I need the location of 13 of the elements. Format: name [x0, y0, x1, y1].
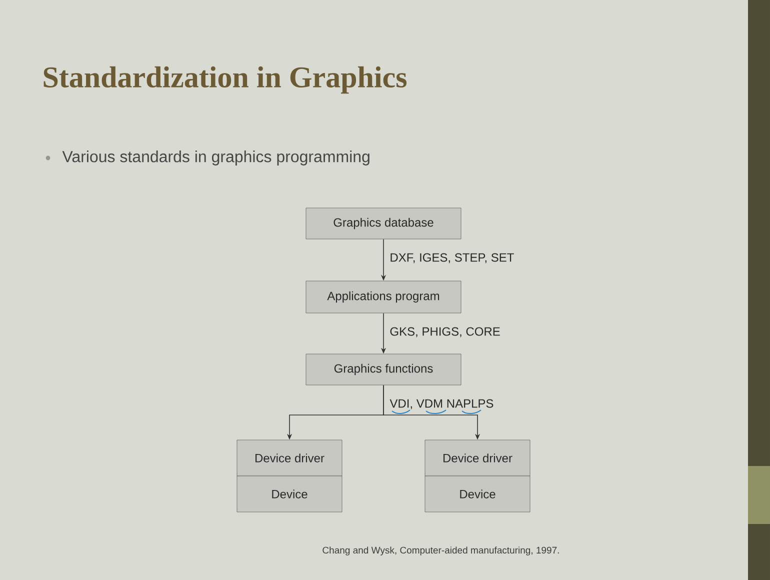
process-box: Applications program — [306, 280, 462, 314]
process-box: Graphics functions — [306, 354, 462, 386]
citation: Chang and Wysk, Computer-aided manufacturing, 1997. — [322, 546, 559, 556]
bullet-text: Various standards in graphics programming — [62, 150, 370, 166]
process-box: Device — [424, 476, 530, 512]
process-box: Device driver — [424, 440, 530, 476]
edge-label: DXF, IGES, STEP, SET — [388, 252, 516, 264]
slide-title: Standardization in Graphics — [44, 66, 407, 94]
process-box: Device — [236, 476, 342, 512]
process-box: Device driver — [236, 440, 342, 476]
edge-label: VDI, VDM NAPLPS — [388, 398, 495, 410]
process-box: Graphics database — [306, 208, 462, 240]
edge-label: GKS, PHIGS, CORE — [388, 326, 502, 338]
